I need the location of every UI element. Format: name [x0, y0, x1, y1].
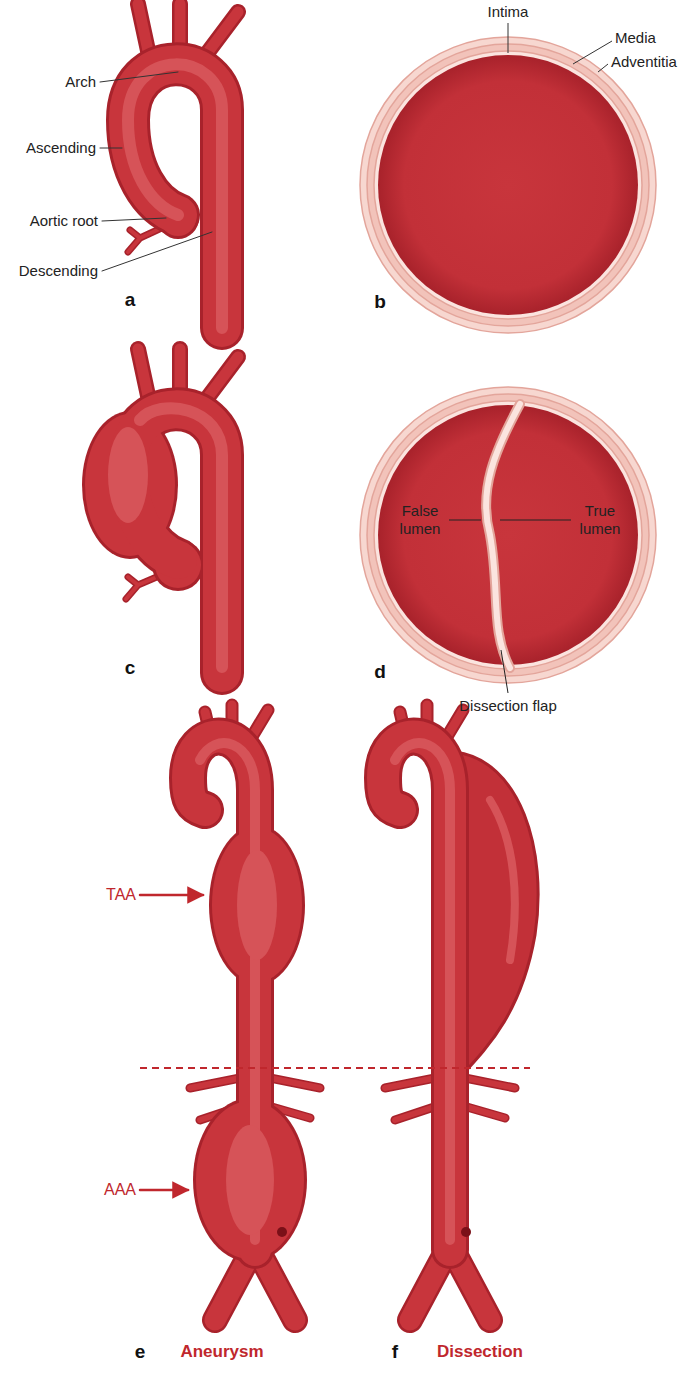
vessel-lumen — [378, 55, 638, 315]
level-divider — [140, 1067, 530, 1069]
part-label: Aortic root — [30, 212, 98, 230]
part-label: Arch — [65, 73, 96, 91]
leader-line — [100, 72, 212, 271]
intima-layer — [374, 401, 642, 669]
aorta-body — [128, 64, 222, 328]
media-layer — [367, 394, 649, 676]
vessel-stub — [277, 1227, 287, 1237]
aorta-body — [128, 64, 222, 328]
false-lumen-highlight — [490, 800, 515, 960]
pointer-label: AAA — [104, 1181, 136, 1199]
aneurysm-aorta — [140, 705, 320, 1320]
leader-line — [449, 520, 571, 693]
flap-label: Dissection flap — [459, 697, 557, 715]
dissected-aorta — [383, 705, 538, 1320]
panel-letter: b — [374, 293, 386, 311]
aorta-highlight — [395, 743, 450, 1240]
part-label: Descending — [19, 262, 98, 280]
aorta-highlight — [108, 427, 148, 523]
panel-letter: d — [374, 663, 386, 681]
aorta-highlight — [140, 408, 222, 667]
vessel-lumen — [378, 405, 638, 665]
adventitia-layer — [360, 387, 656, 683]
layer-label: Intima — [488, 3, 529, 21]
panel-letter: c — [125, 659, 136, 677]
pointer-arrow — [140, 894, 203, 897]
panel-title: Dissection — [437, 1343, 523, 1361]
aorta-panel-c — [82, 349, 238, 673]
pointer-arrow — [140, 1189, 188, 1192]
panel-letter: a — [125, 291, 136, 309]
thoracic-aneurysm — [212, 828, 302, 982]
dissection-cross-section — [360, 387, 656, 693]
aorta-highlight — [128, 64, 222, 328]
part-label: Ascending — [26, 139, 96, 157]
pointer-label: TAA — [106, 886, 136, 904]
layer-label: Media — [615, 29, 656, 47]
adventitia-layer — [360, 37, 656, 333]
lumen-label: True lumen — [574, 502, 626, 538]
panel-title: Aneurysm — [180, 1343, 263, 1361]
leader-line — [508, 23, 612, 72]
intima-layer — [374, 51, 642, 319]
aorta-highlight — [237, 850, 277, 960]
aorta-highlight — [226, 1125, 274, 1235]
aorta-body — [383, 737, 450, 1250]
panel-letter: f — [392, 1343, 398, 1361]
aorta-body — [383, 737, 450, 1250]
panel-letter: e — [135, 1343, 146, 1361]
dissection-flap — [486, 404, 520, 668]
media-layer — [367, 44, 649, 326]
lumen-label: False lumen — [394, 502, 446, 538]
dissection-flap — [486, 404, 520, 668]
layer-label: Adventitia — [611, 53, 677, 71]
aorta-panel-a — [100, 4, 238, 328]
vessel-stub — [461, 1227, 471, 1237]
